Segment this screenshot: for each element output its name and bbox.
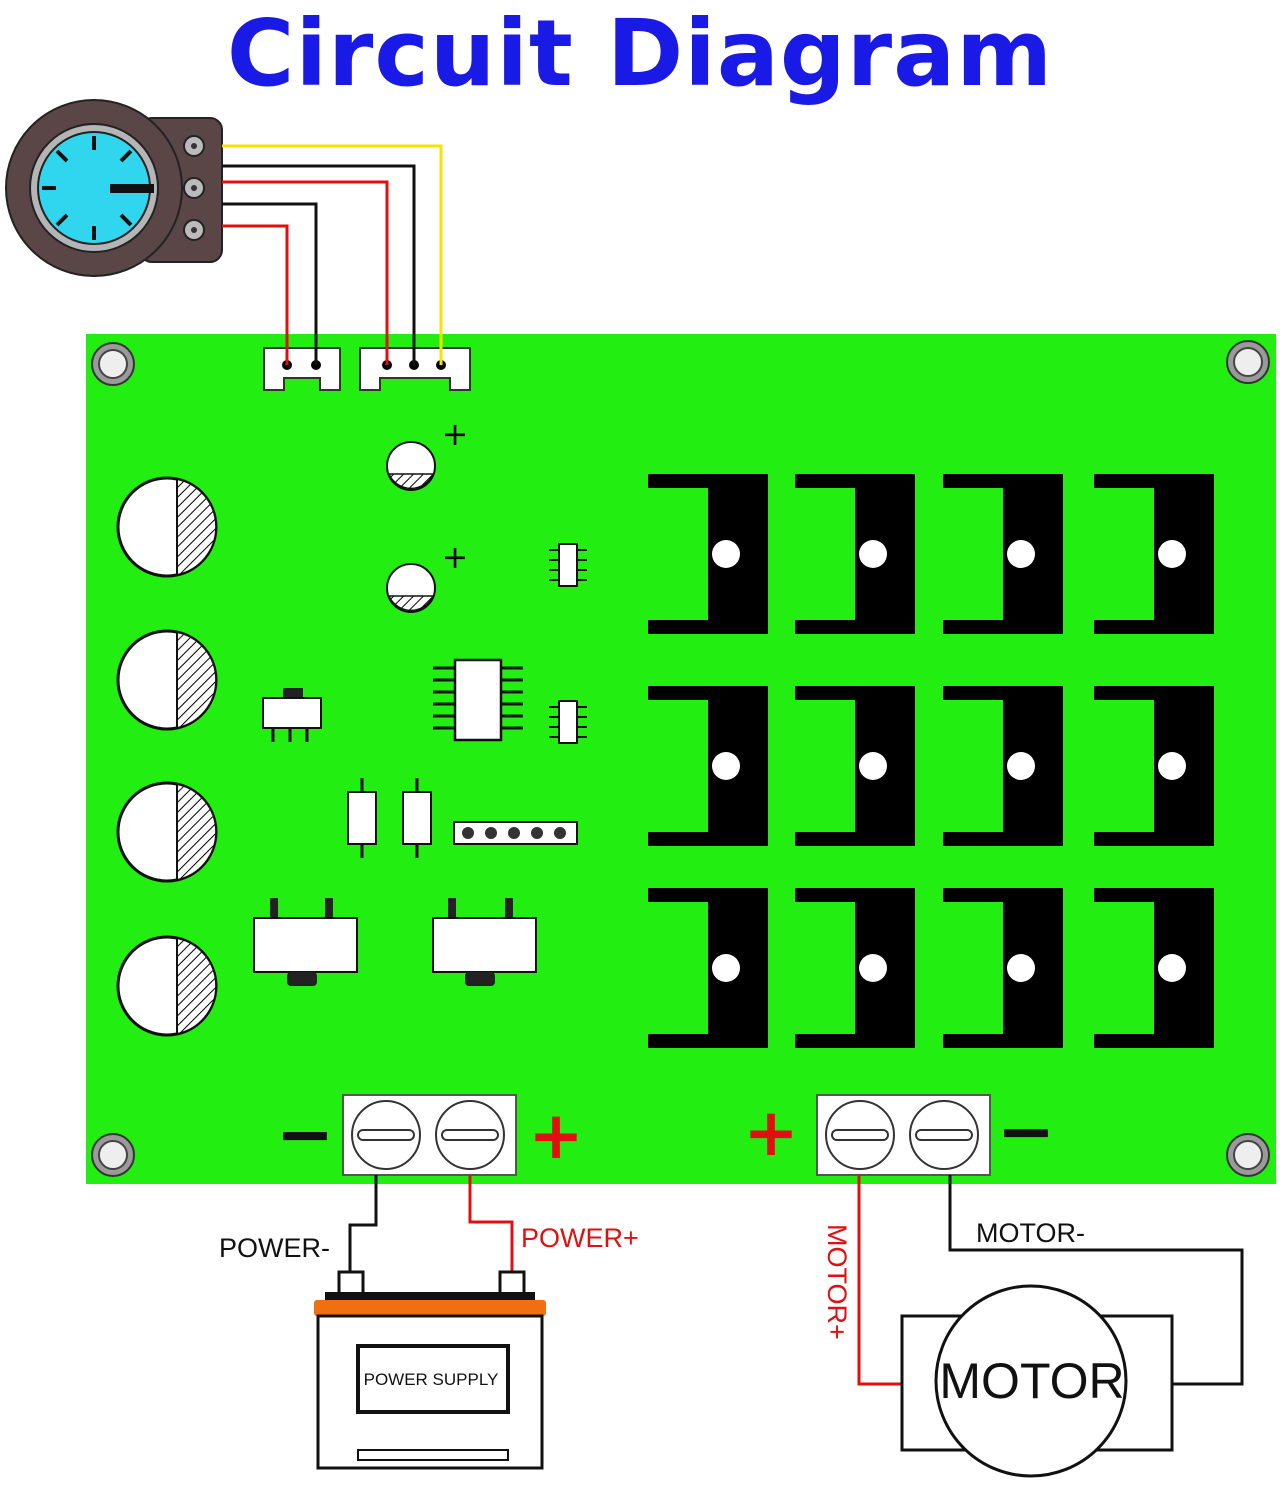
mosfet	[795, 888, 915, 1048]
mosfet	[795, 474, 915, 634]
mosfet-hole	[1158, 954, 1186, 982]
potentiometer-icon	[5, 99, 223, 277]
mosfet	[648, 474, 768, 634]
mosfet-hole	[859, 752, 887, 780]
mounting-holes	[91, 340, 1270, 1177]
mosfet	[648, 686, 768, 846]
mosfet-array	[648, 474, 1214, 1048]
mosfet	[943, 686, 1063, 846]
terminal-plus-sign: +	[743, 1094, 798, 1171]
power-wires	[348, 1175, 514, 1274]
mosfet	[648, 888, 768, 1048]
mosfet-hole	[1158, 752, 1186, 780]
motor-plus-label: MOTOR+	[822, 1224, 852, 1340]
power-terminal-block	[342, 1094, 517, 1176]
mosfet-hole	[712, 752, 740, 780]
potentiometer-wires	[222, 144, 443, 365]
mosfet-hole	[1007, 954, 1035, 982]
mosfet	[1094, 474, 1214, 634]
mosfet	[1094, 686, 1214, 846]
small-capacitor-plus-label: +	[442, 538, 469, 576]
pcb-board	[86, 334, 1276, 1184]
push-button	[253, 898, 358, 986]
motor-terminal-block	[816, 1094, 991, 1176]
motor-label: MOTOR	[939, 1353, 1124, 1409]
resistor	[347, 778, 377, 858]
diagram-title: Circuit Diagram	[226, 0, 1054, 107]
terminal-minus-sign: −	[276, 1093, 335, 1175]
terminal-plus-sign: +	[528, 1097, 583, 1174]
mosfet-hole	[712, 540, 740, 568]
mosfet-hole	[859, 540, 887, 568]
pin-header	[453, 821, 578, 845]
ic-chip-main	[433, 658, 523, 742]
ic-chip-small	[549, 543, 587, 587]
ic-chip-small	[549, 700, 587, 744]
mosfet	[943, 888, 1063, 1048]
power-minus-label: POWER-	[219, 1233, 330, 1263]
push-button	[432, 898, 537, 986]
mosfet-hole	[1158, 540, 1186, 568]
mosfet-hole	[712, 954, 740, 982]
motor-icon	[900, 1284, 1174, 1478]
small-capacitors	[386, 441, 436, 613]
mosfet	[1094, 888, 1214, 1048]
battery-icon	[314, 1270, 546, 1470]
potentiometer-connector-2pin	[263, 347, 341, 391]
mosfet-hole	[859, 954, 887, 982]
mosfet	[943, 474, 1063, 634]
terminal-minus-sign: −	[997, 1090, 1056, 1172]
mosfet-hole	[1007, 752, 1035, 780]
mosfet-hole	[1007, 540, 1035, 568]
large-capacitors	[116, 476, 218, 1037]
resistor	[402, 778, 432, 858]
slide-switch	[262, 688, 322, 742]
motor-minus-label: MOTOR-	[976, 1218, 1085, 1248]
mosfet	[795, 686, 915, 846]
small-capacitor-plus-label: +	[442, 415, 469, 453]
motor-wires	[857, 1175, 1244, 1386]
power-supply-label: POWER SUPPLY	[364, 1370, 499, 1389]
power-plus-label: POWER+	[521, 1223, 639, 1253]
